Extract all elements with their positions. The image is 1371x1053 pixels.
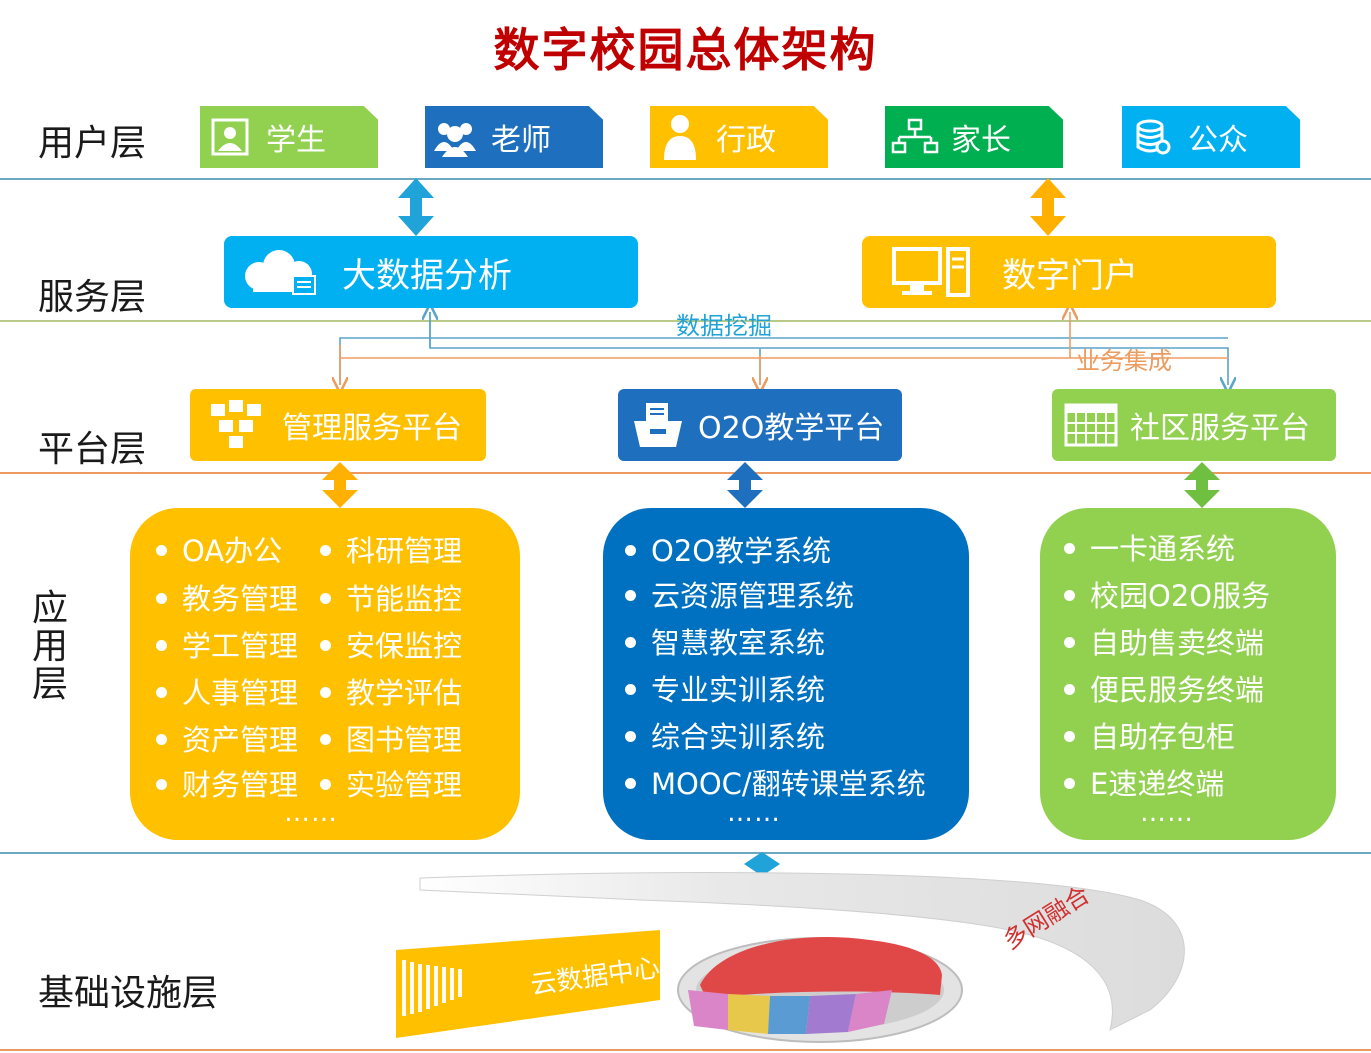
list-item: O2O教学系统 <box>625 528 831 570</box>
user-box-admin: 行政 <box>650 106 828 168</box>
layer-label-application: 应 用 层 <box>28 590 72 704</box>
multinet-cable <box>419 872 1185 1043</box>
service-box-bigdata: 大数据分析 <box>224 236 638 308</box>
network-icon <box>885 117 945 157</box>
user-label: 家长 <box>951 123 1011 158</box>
double-arrow-management <box>322 462 358 508</box>
list-item: 节能监控 <box>320 576 462 618</box>
double-arrow-student-bigdata <box>398 178 434 236</box>
separator-line <box>0 1049 1371 1051</box>
list-item: 安保监控 <box>320 623 462 665</box>
list-item: 教学评估 <box>320 670 462 712</box>
app-box-community: 一卡通系统 校园O2O服务 自助售卖终端 便民服务终端 自助存包柜 E速递终端 … <box>1040 508 1336 840</box>
list-item: 云资源管理系统 <box>625 573 854 615</box>
separator-line <box>0 320 1371 322</box>
separator-line <box>0 178 1371 180</box>
user-box-public: 公众 <box>1122 106 1300 168</box>
list-item: MOOC/翻转课堂系统 <box>625 761 926 803</box>
list-item: OA办公 <box>156 528 282 570</box>
layer-label-application-char: 用 <box>31 626 68 667</box>
list-item: 资产管理 <box>156 717 298 759</box>
separator-line <box>0 472 1371 474</box>
user-box-student: 学生 <box>200 106 378 168</box>
admin-person-icon <box>650 112 710 162</box>
more-ellipsis: …… <box>727 798 781 828</box>
double-arrow-public-portal <box>1030 178 1066 236</box>
list-item: 教务管理 <box>156 576 298 618</box>
list-item: 自助售卖终端 <box>1064 620 1264 662</box>
list-item: 实验管理 <box>320 762 462 804</box>
page-title: 数字校园总体架构 <box>493 23 878 77</box>
database-icon <box>1122 117 1182 157</box>
list-item: E速递终端 <box>1064 761 1224 803</box>
computer-icon <box>862 245 1002 299</box>
diamond-marker <box>744 852 780 876</box>
layer-label-platform: 平台层 <box>38 429 147 470</box>
data-mining-label: 数据挖掘 <box>676 312 772 340</box>
separator-line <box>0 852 1371 854</box>
layer-label-service: 服务层 <box>38 277 147 318</box>
layer-label-user: 用户层 <box>38 123 147 164</box>
platform-label: 社区服务平台 <box>1130 411 1310 446</box>
document-box-icon <box>618 399 698 451</box>
student-icon <box>200 117 260 157</box>
datacenter-icon <box>402 960 462 1016</box>
list-item: 自助存包柜 <box>1064 714 1235 756</box>
user-box-teacher: 老师 <box>425 106 603 168</box>
app-box-o2o: O2O教学系统 云资源管理系统 智慧教室系统 专业实训系统 综合实训系统 MOO… <box>603 508 969 840</box>
list-item: 综合实训系统 <box>625 714 825 756</box>
service-label: 数字门户 <box>1002 255 1138 296</box>
teachers-icon <box>425 117 485 157</box>
cubes-icon <box>190 397 282 453</box>
more-ellipsis: …… <box>1140 798 1194 828</box>
user-label: 老师 <box>491 123 551 158</box>
user-box-parent: 家长 <box>885 106 1063 168</box>
list-item: 图书管理 <box>320 717 462 759</box>
user-label: 学生 <box>266 123 326 158</box>
list-item: 人事管理 <box>156 670 298 712</box>
cloud-datacenter-banner <box>396 930 660 1038</box>
platform-box-o2o: O2O教学平台 <box>618 389 902 461</box>
layer-label-infrastructure: 基础设施层 <box>38 973 219 1014</box>
list-item: 科研管理 <box>320 528 462 570</box>
app-box-management: OA办公 教务管理 学工管理 人事管理 资产管理 财务管理 科研管理 节能监控 … <box>130 508 520 840</box>
platform-label: O2O教学平台 <box>698 411 885 446</box>
double-arrow-o2o <box>727 462 763 508</box>
list-item: 便民服务终端 <box>1064 667 1264 709</box>
more-ellipsis: …… <box>284 798 338 828</box>
business-integration-lines <box>340 312 1228 385</box>
user-label: 行政 <box>716 123 776 158</box>
platform-box-community: 社区服务平台 <box>1052 389 1336 461</box>
business-integration-label: 业务集成 <box>1076 347 1172 375</box>
list-item: 学工管理 <box>156 623 298 665</box>
user-label: 公众 <box>1188 123 1248 158</box>
double-arrow-community <box>1184 462 1220 508</box>
service-label: 大数据分析 <box>342 255 512 296</box>
layer-label-application-char: 层 <box>31 664 68 705</box>
service-box-portal: 数字门户 <box>862 236 1276 308</box>
list-item: 专业实训系统 <box>625 667 825 709</box>
cloud-icon <box>224 246 342 298</box>
list-item: 财务管理 <box>156 762 298 804</box>
list-item: 校园O2O服务 <box>1064 573 1270 615</box>
list-item: 智慧教室系统 <box>625 620 825 662</box>
platform-label: 管理服务平台 <box>282 411 462 446</box>
list-item: 一卡通系统 <box>1064 526 1235 568</box>
platform-box-management: 管理服务平台 <box>190 389 486 461</box>
layer-label-application-char: 应 <box>31 588 68 629</box>
calendar-icon <box>1052 403 1130 447</box>
